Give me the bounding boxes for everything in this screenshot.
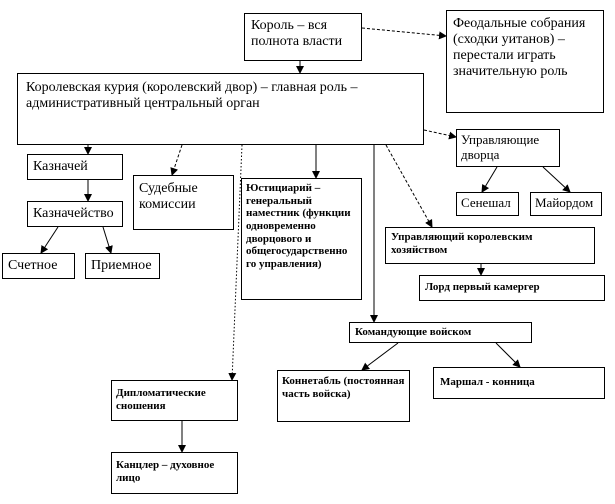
node-treasury-label: Казначейство xyxy=(33,206,114,221)
arrow-curia-to-palace xyxy=(423,129,457,140)
arrow-army-to-marshal xyxy=(495,342,521,368)
node-seneschal: Сенешал xyxy=(456,192,519,216)
node-curia-label: Королевская курия (королевский двор) – г… xyxy=(26,80,358,112)
node-accounting: Счетное xyxy=(2,253,75,279)
node-palace-managers: Управляющие дворца xyxy=(456,129,560,167)
node-chamberlain: Лорд первый камергер xyxy=(419,275,605,301)
node-diplomatic: Дипломатические сношения xyxy=(111,380,238,421)
node-treasury: Казначейство xyxy=(27,201,123,227)
node-justiciar-label: Юстициарий – генеральный наместник (функ… xyxy=(246,182,351,270)
node-diplomatic-label: Дипломатические сношения xyxy=(116,387,206,412)
node-judicial: Судебные комиссии xyxy=(133,175,234,230)
node-constable: Коннетабль (постоянная часть войска) xyxy=(277,370,410,422)
arrow-army-to-constable xyxy=(361,342,399,371)
arrow-treasury-to-receiving xyxy=(102,226,113,254)
arrow-curia-to-household xyxy=(385,144,433,228)
node-feudal: Феодальные собрания (сходки уитанов) – п… xyxy=(446,10,604,113)
node-accounting-label: Счетное xyxy=(8,258,58,273)
node-treasurer: Казначей xyxy=(27,154,123,180)
arrow-palace-to-seneschal xyxy=(481,166,498,193)
arrow-curia-to-diplomatic xyxy=(228,144,243,381)
node-household: Управляющий королевским хозяйством xyxy=(385,227,595,264)
node-army-commanders: Командующие войском xyxy=(349,322,532,343)
node-marshal-label: Маршал - конница xyxy=(440,376,535,388)
node-receiving-label: Приемное xyxy=(91,258,152,273)
node-army-commanders-label: Командующие войском xyxy=(355,326,472,338)
node-treasurer-label: Казначей xyxy=(33,159,88,174)
arrow-palace-to-majordomo xyxy=(542,166,571,193)
node-palace-managers-label: Управляющие дворца xyxy=(461,132,540,162)
node-household-label: Управляющий королевским хозяйством xyxy=(391,231,533,256)
node-constable-label: Коннетабль (постоянная часть войска) xyxy=(282,375,405,400)
node-majordomo-label: Майордом xyxy=(535,195,594,210)
node-justiciar: Юстициарий – генеральный наместник (функ… xyxy=(241,178,362,300)
node-seneschal-label: Сенешал xyxy=(461,195,511,210)
arrow-curia-to-judicial xyxy=(170,144,183,176)
node-king: Король – вся полнота власти xyxy=(244,13,362,61)
node-judicial-label: Судебные комиссии xyxy=(139,181,198,213)
arrow-treasury-to-accounting xyxy=(40,226,59,254)
node-chancellor: Канцлер – духовное лицо xyxy=(111,452,238,494)
node-curia: Королевская курия (королевский двор) – г… xyxy=(17,73,424,145)
node-receiving: Приемное xyxy=(85,253,160,279)
node-marshal: Маршал - конница xyxy=(433,367,605,399)
node-majordomo: Майордом xyxy=(530,192,602,216)
node-chancellor-label: Канцлер – духовное лицо xyxy=(116,459,215,484)
node-king-label: Король – вся полнота власти xyxy=(251,18,343,50)
node-feudal-label: Феодальные собрания (сходки уитанов) – п… xyxy=(453,16,586,80)
arrow-king-to-feudal xyxy=(361,27,447,40)
node-chamberlain-label: Лорд первый камергер xyxy=(425,281,540,293)
